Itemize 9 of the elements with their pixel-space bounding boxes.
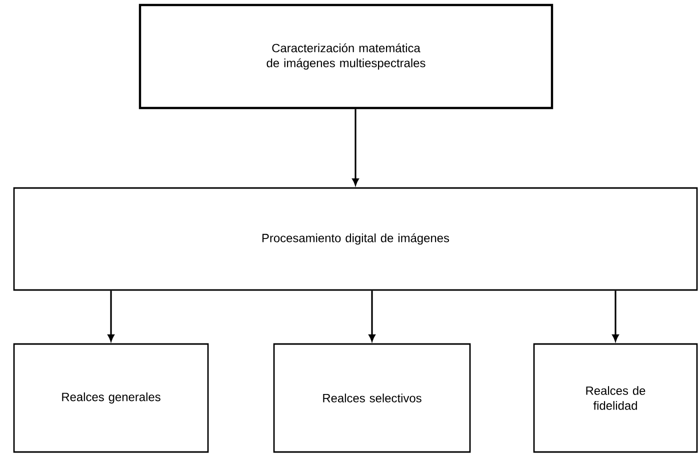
arrow bbox=[368, 290, 376, 342]
process-box: Caracterización matemática de imágenes multiespectrales bbox=[138, 4, 554, 110]
arrow bbox=[352, 109, 359, 186]
process-box: Realces de fidelidad bbox=[533, 343, 698, 453]
arrow bbox=[612, 290, 619, 342]
process-box: Realces selectivos bbox=[273, 343, 471, 453]
arrow bbox=[108, 290, 114, 342]
process-box: Procesamiento digital de imágenes bbox=[13, 187, 698, 291]
process-box: Realces generales bbox=[13, 343, 209, 453]
